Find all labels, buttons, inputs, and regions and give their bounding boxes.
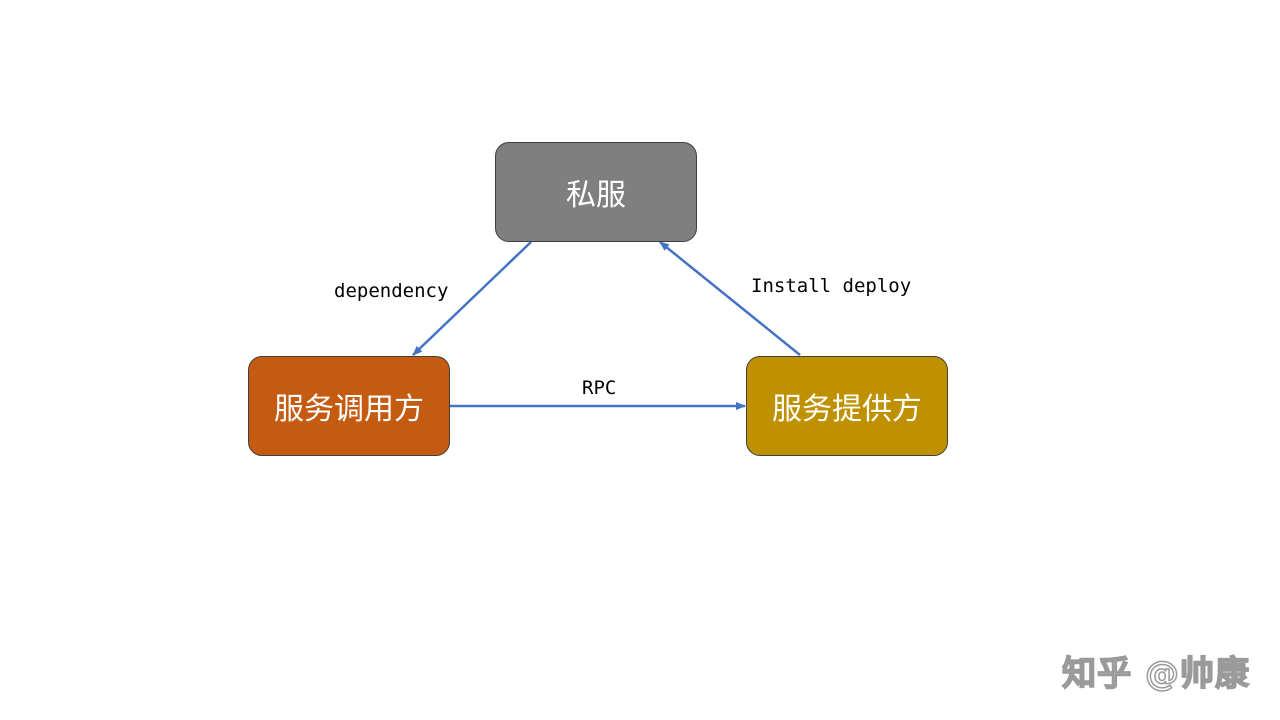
edge-install-deploy-label: Install deploy	[751, 275, 912, 297]
edge-dependency-label: dependency	[334, 280, 449, 302]
node-private-server: 私服	[495, 142, 697, 242]
watermark: 知乎 @帅康	[1061, 653, 1250, 695]
node-service-consumer: 服务调用方	[248, 356, 450, 456]
node-service-provider-label: 服务提供方	[772, 392, 922, 427]
edge-dependency-arrow	[412, 241, 532, 356]
node-service-provider: 服务提供方	[746, 356, 948, 456]
edge-rpc-label: RPC	[582, 377, 617, 399]
node-service-consumer-label: 服务调用方	[274, 392, 424, 427]
edge-install-deploy-arrow	[659, 241, 801, 356]
node-private-server-label: 私服	[566, 178, 626, 213]
